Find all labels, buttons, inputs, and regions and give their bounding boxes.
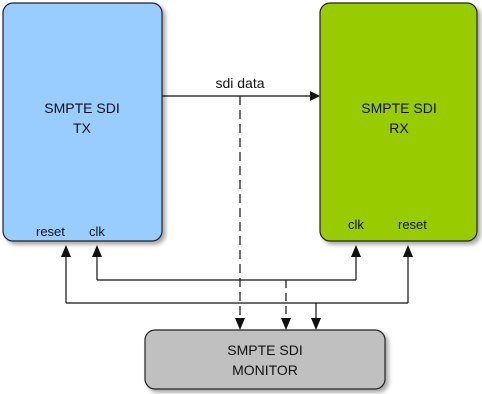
rx-block: SMPTE SDI RX clk reset (319, 2, 478, 242)
sdi-monitor-tap (235, 96, 245, 330)
monitor-title-line2: MONITOR (232, 362, 298, 378)
rx-title-line2: RX (389, 120, 409, 136)
tx-block: SMPTE SDI TX reset clk (2, 2, 163, 242)
tx-port-clk: clk (89, 224, 105, 239)
rx-port-clk: clk (348, 217, 364, 232)
sdi-data-arrowhead (310, 91, 320, 101)
monitor-block-rect (144, 329, 386, 390)
rx-reset-arrowhead (403, 245, 413, 257)
rx-block-rect (319, 2, 478, 242)
tx-title-line1: SMPTE SDI (44, 100, 119, 116)
rx-title-line1: SMPTE SDI (361, 100, 436, 116)
tx-port-reset: reset (36, 224, 65, 239)
tx-reset-arrowhead (61, 245, 71, 257)
monitor-block: SMPTE SDI MONITOR (144, 329, 386, 390)
sdi-data-label: sdi data (215, 75, 264, 91)
reset-bus (61, 245, 413, 330)
monitor-clk-arrowhead (281, 318, 291, 330)
rx-port-reset: reset (398, 217, 427, 232)
clk-bus (92, 245, 361, 330)
tx-block-rect (2, 2, 163, 242)
monitor-title-line1: SMPTE SDI (227, 342, 302, 358)
rx-clk-arrowhead (351, 245, 361, 257)
sdi-data-link (162, 91, 320, 101)
sdi-tap-arrowhead (235, 318, 245, 330)
tx-title-line2: TX (73, 120, 92, 136)
tx-clk-arrowhead (92, 245, 102, 257)
monitor-reset-arrowhead (311, 318, 321, 330)
